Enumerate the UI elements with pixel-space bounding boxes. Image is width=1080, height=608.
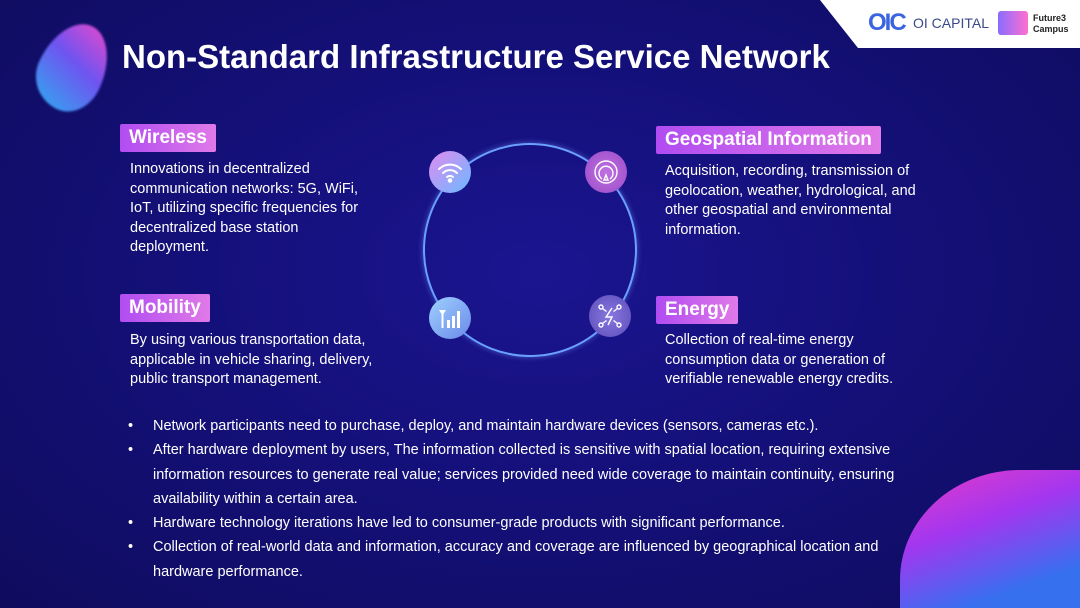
signal-icon — [429, 297, 471, 339]
bullet-list: Network participants need to purchase, d… — [128, 414, 918, 584]
logo-bar — [820, 0, 1080, 48]
oic-logo-name: OI CAPITAL — [913, 15, 989, 31]
decorative-blob — [24, 12, 122, 122]
decorative-blob — [900, 470, 1080, 608]
tag-geospatial: Geospatial Information — [656, 126, 881, 154]
desc-energy: Collection of real-time energy consumpti… — [665, 332, 894, 387]
desc-geospatial: Acquisition, recording, transmission of … — [665, 163, 916, 238]
location-icon — [585, 151, 627, 193]
desc-wireless: Innovations in decentralized communicati… — [130, 161, 359, 255]
tag-wireless: Wireless — [120, 124, 216, 152]
page-title: Non-Standard Infrastructure Service Netw… — [122, 38, 830, 75]
bullet-item: After hardware deployment by users, The … — [128, 438, 918, 511]
desc-mobility: By using various transportation data, ap… — [130, 332, 373, 387]
network-ring — [423, 143, 637, 357]
f3-line2: Campus — [1033, 24, 1069, 34]
energy-network-icon — [589, 295, 631, 337]
bullet-item: Collection of real-world data and inform… — [128, 535, 918, 584]
tag-energy: Energy — [656, 296, 739, 324]
f3-line1: Future3 — [1033, 13, 1067, 23]
future3-logo-icon — [998, 11, 1028, 35]
tag-mobility: Mobility — [120, 294, 210, 322]
oic-logo: OIC — [868, 9, 907, 36]
bullet-item: Network participants need to purchase, d… — [128, 414, 918, 439]
wifi-icon — [429, 151, 471, 193]
bullet-item: Hardware technology iterations have led … — [128, 511, 918, 536]
